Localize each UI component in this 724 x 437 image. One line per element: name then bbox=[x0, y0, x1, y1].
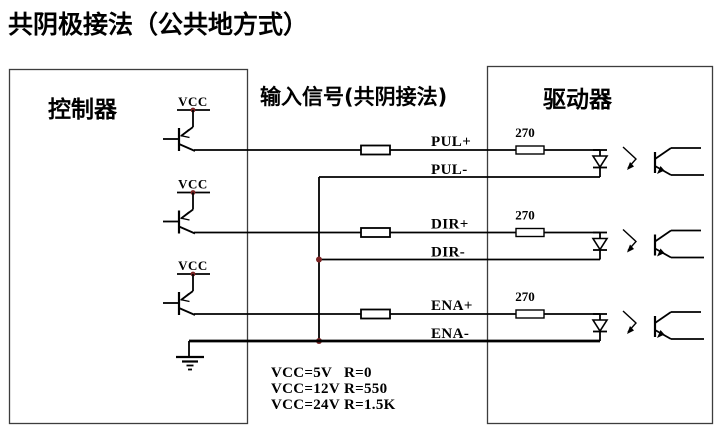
driver-resistor-value: 270 bbox=[515, 208, 535, 223]
note-vcc-2: VCC=12V bbox=[271, 381, 340, 397]
driver-box bbox=[486, 65, 714, 425]
emitter-arrow bbox=[179, 292, 190, 303]
signal-row-pul: VCC 270 PUL+ PUL- bbox=[163, 94, 704, 178]
signal-row-dir: VCC 270 DIR+ DIR- bbox=[163, 177, 704, 261]
signal-label-minus: ENA- bbox=[431, 326, 469, 342]
series-resistor bbox=[360, 144, 391, 156]
collector bbox=[178, 225, 196, 235]
led-triangle bbox=[591, 319, 609, 333]
driver-label: 驱动器 bbox=[543, 87, 613, 113]
driver-resistor bbox=[515, 227, 545, 238]
optocoupler bbox=[591, 228, 704, 260]
optocoupler bbox=[591, 146, 704, 177]
driver-resistor-value: 270 bbox=[515, 125, 535, 140]
controller-box bbox=[8, 68, 249, 425]
photo-emitter-arrow bbox=[657, 330, 665, 338]
signal-label-minus: DIR- bbox=[431, 245, 465, 261]
vcc-label: VCC bbox=[178, 258, 208, 273]
driver-resistor-value: 270 bbox=[515, 289, 535, 304]
series-resistor bbox=[360, 227, 391, 238]
note-r-3: R=1.5K bbox=[344, 397, 396, 413]
note-vcc-1: VCC=5V bbox=[271, 365, 332, 381]
signal-label-plus: ENA+ bbox=[431, 298, 473, 314]
note-r-2: R=550 bbox=[344, 381, 387, 397]
collector bbox=[178, 307, 196, 316]
optocoupler bbox=[591, 310, 704, 341]
photo-emitter-arrow bbox=[657, 166, 665, 174]
photo-emitter-arrow bbox=[657, 248, 665, 257]
signal-label-plus: DIR+ bbox=[431, 217, 469, 233]
input-signal-header: 输入信号(共阴接法) bbox=[260, 85, 447, 109]
emitter-arrow bbox=[179, 128, 190, 139]
driver-resistor bbox=[515, 309, 545, 319]
note-r-1: R=0 bbox=[344, 365, 372, 381]
collector bbox=[178, 143, 196, 152]
signal-label-minus: PUL- bbox=[431, 162, 468, 178]
page-title: 共阴极接法（公共地方式） bbox=[8, 10, 308, 39]
note-vcc-3: VCC=24V bbox=[271, 397, 340, 413]
vcc-resistor-notes: VCC=5V R=0 VCC=12V R=550 VCC=24V R=1.5K bbox=[271, 365, 396, 413]
ground-symbol bbox=[176, 341, 204, 371]
pnp-transistor: VCC bbox=[163, 94, 210, 152]
driver-resistor bbox=[515, 145, 545, 155]
led-triangle bbox=[591, 237, 609, 251]
vcc-label: VCC bbox=[178, 94, 208, 109]
led-triangle bbox=[591, 155, 609, 169]
pnp-transistor: VCC bbox=[163, 258, 210, 316]
junction-dot-dir bbox=[316, 256, 322, 263]
emitter-arrow bbox=[179, 211, 190, 221]
signal-row-ena: VCC 270 ENA+ ENA- bbox=[163, 258, 704, 342]
signal-label-plus: PUL+ bbox=[431, 134, 471, 150]
series-resistor bbox=[360, 308, 391, 320]
vcc-label: VCC bbox=[178, 177, 208, 192]
pnp-transistor: VCC bbox=[163, 177, 210, 235]
controller-label: 控制器 bbox=[48, 96, 118, 123]
